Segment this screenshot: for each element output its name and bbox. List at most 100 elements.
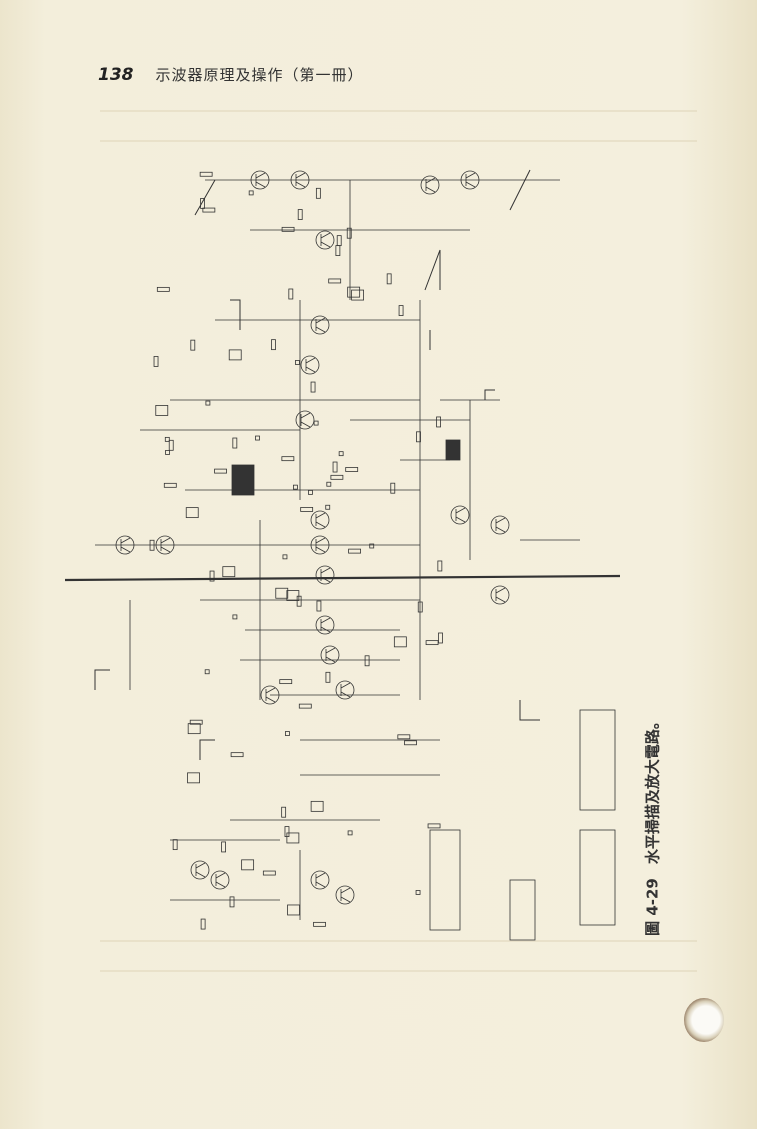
- transistor-leads: [265, 687, 276, 703]
- resistor-symbol: [189, 719, 203, 725]
- switch-box: [579, 829, 616, 926]
- resistor-symbol: [415, 890, 421, 895]
- resistor-symbol: [313, 921, 326, 927]
- transistor-symbol: [450, 505, 470, 525]
- page-header: 138 示波器原理及操作（第一冊）: [98, 64, 364, 85]
- figure-caption: 圖 4-29 水平掃描及放大電路。: [642, 714, 663, 936]
- transistor-leads: [320, 567, 331, 583]
- resistor-symbol: [205, 400, 211, 406]
- transistor-symbol: [290, 170, 310, 190]
- transistor-leads: [315, 317, 326, 333]
- resistor-symbol: [417, 601, 423, 613]
- transistor-symbol: [315, 565, 335, 585]
- transistor-leads: [215, 872, 226, 888]
- resistor-symbol: [438, 632, 443, 644]
- resistor-symbol: [187, 772, 200, 784]
- transistor-leads: [495, 587, 506, 603]
- resistor-symbol: [282, 554, 288, 560]
- transistor-leads: [120, 537, 131, 553]
- resistor-symbol: [295, 360, 300, 365]
- resistor-symbol: [310, 800, 324, 812]
- resistor-symbol: [287, 904, 300, 916]
- resistor-symbol: [348, 548, 362, 554]
- transistor-symbol: [260, 685, 280, 705]
- resistor-symbol: [156, 286, 170, 292]
- resistor-symbol: [232, 437, 238, 449]
- transistor-symbol: [310, 870, 330, 890]
- transistor-symbol: [315, 230, 335, 250]
- transistor-symbol: [310, 535, 330, 555]
- transistor-leads: [300, 412, 311, 428]
- transistor-symbol: [320, 645, 340, 665]
- transistor-symbol: [250, 170, 270, 190]
- resistor-symbol: [336, 235, 342, 247]
- transistor-symbol: [115, 535, 135, 555]
- resistor-symbol: [436, 416, 441, 428]
- resistor-symbol: [199, 171, 213, 177]
- transistor-leads: [320, 617, 331, 633]
- resistor-symbol: [165, 450, 170, 455]
- resistor-symbol: [315, 187, 321, 199]
- bleed-through-line: [100, 940, 697, 942]
- transistor-symbol: [420, 175, 440, 195]
- transistor-leads: [315, 872, 326, 888]
- resistor-symbol: [228, 349, 242, 361]
- resistor-symbol: [298, 703, 312, 709]
- resistor-symbol: [155, 405, 169, 416]
- resistor-symbol: [149, 539, 155, 551]
- transistor-leads: [455, 507, 466, 523]
- transistor-symbol: [335, 680, 355, 700]
- resistor-symbol: [398, 305, 404, 316]
- resistor-symbol: [221, 841, 226, 853]
- resistor-symbol: [351, 289, 364, 301]
- resistor-symbol: [404, 740, 417, 746]
- bleed-through-line: [100, 140, 697, 142]
- resistor-symbol: [288, 288, 294, 300]
- transistor-symbol: [310, 510, 330, 530]
- resistor-symbol: [286, 832, 300, 844]
- transistor-leads: [195, 862, 206, 878]
- transistor-symbol: [190, 860, 210, 880]
- figure-label: 圖 4-29: [643, 878, 662, 936]
- resistor-symbol: [313, 420, 319, 426]
- resistor-symbol: [209, 570, 215, 582]
- transistor-leads: [340, 887, 351, 903]
- switch-box: [429, 829, 461, 931]
- resistor-symbol: [425, 640, 439, 646]
- transistor-symbol: [300, 355, 320, 375]
- resistor-symbol: [190, 339, 196, 351]
- resistor-symbol: [187, 723, 201, 735]
- resistor-group: [149, 171, 443, 930]
- resistor-symbol: [416, 431, 421, 443]
- resistor-symbol: [286, 590, 300, 601]
- resistor-symbol: [397, 734, 411, 740]
- resistor-symbol: [325, 504, 331, 510]
- resistor-symbol: [297, 209, 303, 220]
- resistor-symbol: [347, 286, 361, 298]
- resistor-symbol: [232, 614, 238, 620]
- transistor-leads: [465, 172, 476, 188]
- page-number: 138: [98, 65, 134, 85]
- resistor-symbol: [364, 655, 370, 667]
- resistor-symbol: [275, 587, 289, 599]
- transistor-leads: [425, 177, 436, 193]
- resistor-symbol: [300, 507, 314, 512]
- transistor-leads: [255, 172, 266, 188]
- resistor-symbol: [310, 381, 316, 393]
- resistor-symbol: [281, 226, 295, 232]
- circuit-wires: [95, 179, 580, 920]
- resistor-symbol: [200, 198, 206, 209]
- resistor-symbol: [427, 823, 441, 829]
- resistor-symbol: [437, 560, 443, 572]
- resistor-symbol: [262, 870, 276, 876]
- transistor-leads: [315, 537, 326, 553]
- resistor-symbol: [204, 669, 210, 675]
- transistor-symbol: [155, 535, 175, 555]
- transistor-symbol: [490, 585, 510, 605]
- ic-block: [231, 464, 255, 496]
- resistor-symbol: [153, 356, 159, 367]
- resistor-symbol: [185, 507, 199, 519]
- resistor-symbol: [230, 752, 244, 758]
- figure-caption-text: 水平掃描及放大電路。: [643, 714, 662, 865]
